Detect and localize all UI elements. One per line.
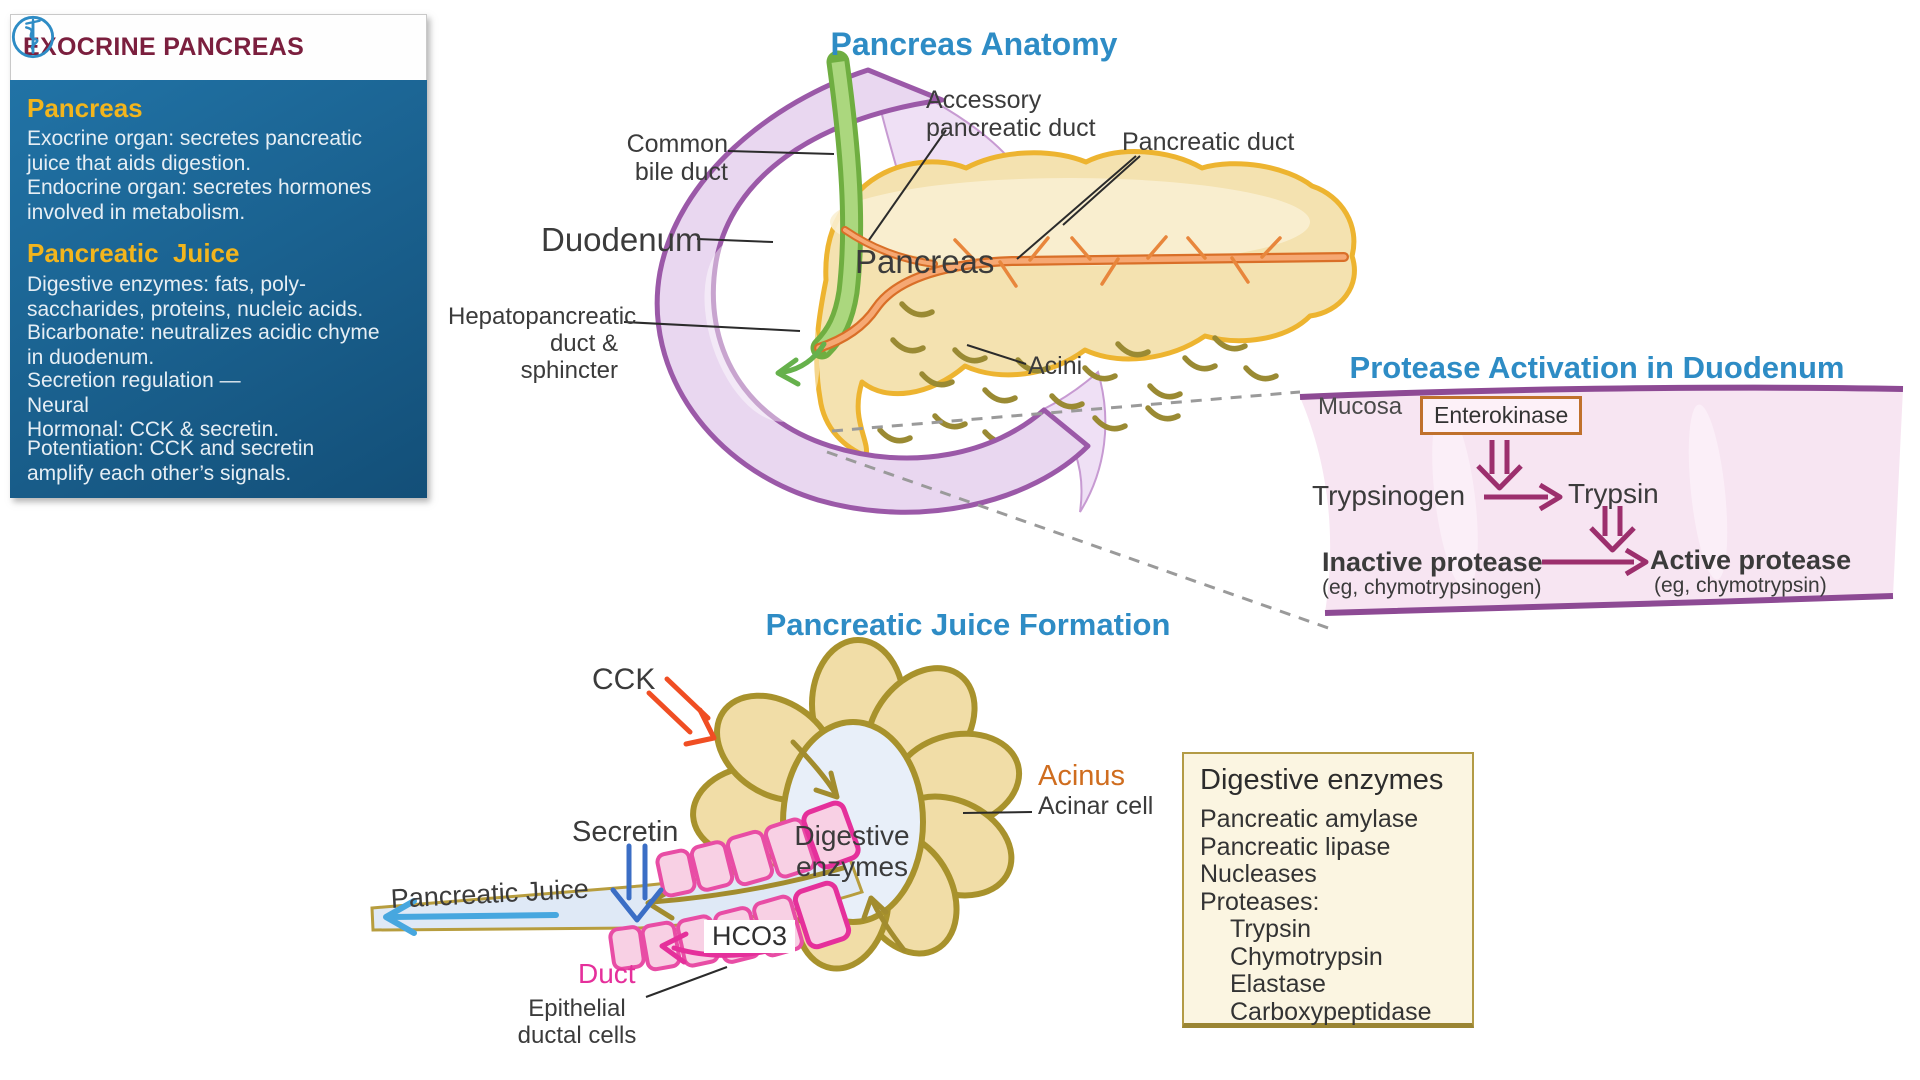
mucosa-band-bottom-border xyxy=(1324,593,1894,616)
summary-card: EXOCRINE PANCREAS Pancreas Exocrine orga… xyxy=(10,14,427,498)
protease-panel-art xyxy=(1299,384,1904,616)
pancreas-anatomy-art xyxy=(623,50,1357,515)
label-common-bile-duct: Common bile duct xyxy=(626,130,728,186)
label-acinus: Acinus xyxy=(1038,760,1126,792)
enzymes-list: Pancreatic amylase Pancreatic lipase Nuc… xyxy=(1200,805,1456,1026)
list-item: Proteases: xyxy=(1200,887,1320,916)
list-item: Trypsin xyxy=(1230,915,1312,943)
secretin-arrow-icon xyxy=(610,843,664,923)
juice-flow-arrow-icon xyxy=(383,898,559,936)
label-inactive-example: (eg, chymotrypsinogen) xyxy=(1322,576,1542,599)
list-item: Nucleases xyxy=(1200,860,1317,888)
label-pancreatic-duct: Pancreatic duct xyxy=(1122,128,1295,156)
fact-bicarbonate: Bicarbonate: neutralizes acidic chyme in… xyxy=(27,321,380,369)
label-hepatopancreatic: Hepatopancreatic duct & sphincter xyxy=(448,303,637,384)
fact-potentiation: Potentiation: CCK and secretin amplify e… xyxy=(27,437,315,485)
label-duct: Duct xyxy=(578,958,636,989)
label-accessory-duct: Accessory pancreatic duct xyxy=(926,86,1096,142)
mucosa-band-top-border xyxy=(1299,384,1904,400)
label-active-protease: Active protease xyxy=(1650,545,1852,575)
digestive-enzymes-box: Digestive enzymes Pancreatic amylase Pan… xyxy=(1182,752,1474,1028)
protease-arrow-icon xyxy=(1542,547,1649,577)
enzyme-flow-arrow-icon xyxy=(790,739,907,953)
label-mucosa: Mucosa xyxy=(1318,393,1403,420)
duodenum-shape xyxy=(654,67,1091,515)
list-item: Carboxypeptidase xyxy=(1230,997,1432,1026)
fact-exocrine: Exocrine organ: secretes pancreatic juic… xyxy=(27,127,363,175)
list-item: Pancreatic lipase xyxy=(1200,832,1391,861)
hco3-label: HCO3 xyxy=(704,920,796,953)
label-acini: Acini xyxy=(1028,352,1083,380)
label-acinar-cell: Acinar cell xyxy=(1038,792,1154,820)
cck-arrow-icon xyxy=(646,676,717,747)
rod-of-asclepius-icon xyxy=(11,15,55,59)
section-heading-pancreatic-juice: Pancreatic Juice xyxy=(27,238,240,268)
list-item: Pancreatic amylase xyxy=(1200,805,1419,833)
fact-enzymes: Digestive enzymes: fats, poly- saccharid… xyxy=(27,273,364,321)
label-secretin: Secretin xyxy=(572,816,679,848)
pancreatic-duct-shape xyxy=(814,226,1349,353)
anatomy-leader-lines xyxy=(623,129,1141,365)
enterokinase-down-arrow-icon xyxy=(1476,440,1523,491)
label-digestive-enzymes: Digestive enzymes xyxy=(794,820,910,883)
label-duodenum: Duodenum xyxy=(541,221,703,258)
fact-secretion-regulation: Secretion regulation — Neural Hormonal: … xyxy=(27,369,280,442)
summary-card-body: Pancreas Exocrine organ: secretes pancre… xyxy=(10,80,427,498)
sphincter-arrow-icon xyxy=(775,341,827,387)
list-item: Elastase xyxy=(1230,970,1326,998)
summary-card-header: EXOCRINE PANCREAS xyxy=(10,14,427,80)
anatomy-title: Pancreas Anatomy xyxy=(830,26,1118,62)
label-inactive-protease: Inactive protease xyxy=(1322,547,1543,577)
section-heading-pancreas: Pancreas xyxy=(27,93,143,123)
card-title: EXOCRINE PANCREAS xyxy=(23,33,305,61)
label-active-example: (eg, chymotrypsin) xyxy=(1654,574,1827,597)
enzymes-box-title: Digestive enzymes xyxy=(1200,764,1444,796)
trypsinogen-arrow-icon xyxy=(1484,482,1563,512)
fact-endocrine: Endocrine organ: secretes hormones invol… xyxy=(27,176,372,224)
label-pancreas: Pancreas xyxy=(855,243,995,280)
juice-formation-art xyxy=(370,637,1033,998)
enterokinase-box: Enterokinase xyxy=(1420,396,1583,435)
pancreas-highlight xyxy=(830,178,1310,266)
label-epithelial-cells: Epithelial ductal cells xyxy=(517,995,637,1049)
label-cck: CCK xyxy=(592,663,656,696)
bile-duct-inner xyxy=(817,61,859,353)
label-trypsin: Trypsin xyxy=(1568,478,1659,509)
juice-leader-lines xyxy=(645,811,1033,998)
juice-title: Pancreatic Juice Formation xyxy=(765,607,1171,642)
list-item: Chymotrypsin xyxy=(1230,942,1383,971)
trypsin-down-arrow-icon xyxy=(1589,506,1636,553)
label-trypsinogen: Trypsinogen xyxy=(1312,480,1466,511)
protease-title: Protease Activation in Duodenum xyxy=(1349,350,1845,385)
zoom-connector-lines xyxy=(826,390,1335,632)
